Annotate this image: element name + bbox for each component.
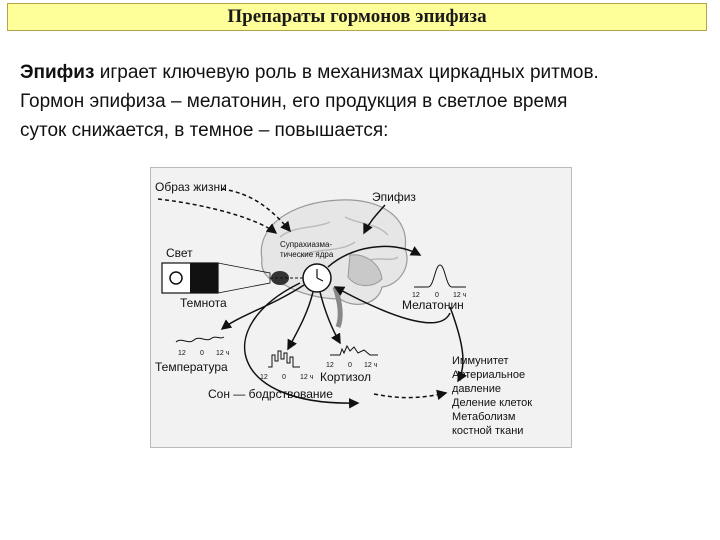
arrow-clock-activity bbox=[287, 291, 314, 351]
arrow-melatonin-feedback bbox=[333, 286, 451, 324]
activity-tick-1: 12 bbox=[260, 374, 268, 381]
arrow-clock-melatonin bbox=[327, 245, 422, 268]
scn-label-2: тические ядра bbox=[280, 250, 334, 259]
arrow-clock-temperature bbox=[220, 284, 305, 330]
intro-line-2: Гормон эпифиза – мелатонин, его продукци… bbox=[20, 91, 568, 112]
darkness-label: Темнота bbox=[180, 296, 227, 310]
effect-bone-tissue: костной ткани bbox=[452, 425, 523, 437]
circadian-diagram: Образ жизни Эпифиз Свет Темнота Супрахиа… bbox=[150, 167, 572, 448]
title-bar: Препараты гормонов эпифиза bbox=[7, 3, 707, 31]
effect-metabolism: Метаболизм bbox=[452, 411, 515, 423]
arrow-lifestyle-brain-2 bbox=[157, 198, 278, 234]
arrow-sleep-effects bbox=[373, 389, 448, 401]
intro-line-1: Эпифиз играет ключевую роль в механизмах… bbox=[20, 58, 710, 87]
intro-line-1-rest: играет ключевую роль в механизмах циркад… bbox=[99, 62, 599, 83]
intro-term: Эпифиз bbox=[20, 62, 95, 83]
temperature-tick-3: 12 ч bbox=[216, 350, 230, 357]
melatonin-label: Мелатонин bbox=[402, 298, 464, 312]
temperature-tick-1: 12 bbox=[178, 350, 186, 357]
temperature-label: Температура bbox=[155, 360, 228, 374]
cortisol-curve bbox=[330, 344, 378, 356]
clock-icon bbox=[302, 263, 332, 293]
activity-tick-3: 12 ч bbox=[300, 374, 314, 381]
lifestyle-label: Образ жизни bbox=[155, 180, 227, 194]
intro-paragraph: Эпифиз играет ключевую роль в механизмах… bbox=[20, 58, 710, 145]
sleep-wake-label: Сон — бодрствование bbox=[208, 387, 333, 401]
cortisol-tick-2: 0 bbox=[348, 362, 352, 369]
effect-arterial: Артериальное bbox=[452, 369, 525, 381]
effect-pressure: давление bbox=[452, 383, 501, 395]
cortisol-tick-1: 12 bbox=[326, 362, 334, 369]
light-label: Свет bbox=[166, 246, 193, 260]
activity-curve bbox=[268, 350, 300, 368]
arrow-epiphysis-label bbox=[363, 204, 386, 235]
intro-line-3: суток снижается, в темное – повышается: bbox=[20, 120, 389, 141]
light-dark-icon bbox=[161, 262, 271, 294]
temperature-tick-2: 0 bbox=[200, 350, 204, 357]
effect-cell-division: Деление клеток bbox=[452, 397, 532, 409]
melatonin-tick-3: 12 ч bbox=[453, 292, 467, 299]
melatonin-tick-2: 0 bbox=[435, 292, 439, 299]
epiphysis-label: Эпифиз bbox=[372, 190, 416, 204]
cortisol-tick-3: 12 ч bbox=[364, 362, 378, 369]
activity-tick-2: 0 bbox=[282, 374, 286, 381]
cortisol-label: Кортизол bbox=[320, 370, 371, 384]
effect-immunity: Иммунитет bbox=[452, 355, 509, 367]
arrow-clock-sleep bbox=[244, 282, 360, 409]
melatonin-curve bbox=[414, 264, 466, 288]
page-title: Препараты гормонов эпифиза bbox=[227, 6, 487, 27]
arrow-clock-cortisol bbox=[319, 291, 341, 345]
temperature-curve bbox=[175, 336, 225, 343]
scn-label-1: Супрахиазма- bbox=[280, 240, 332, 249]
arrow-lifestyle-brain bbox=[221, 188, 291, 233]
melatonin-tick-1: 12 bbox=[412, 292, 420, 299]
arrow-melatonin-effects bbox=[449, 306, 468, 383]
